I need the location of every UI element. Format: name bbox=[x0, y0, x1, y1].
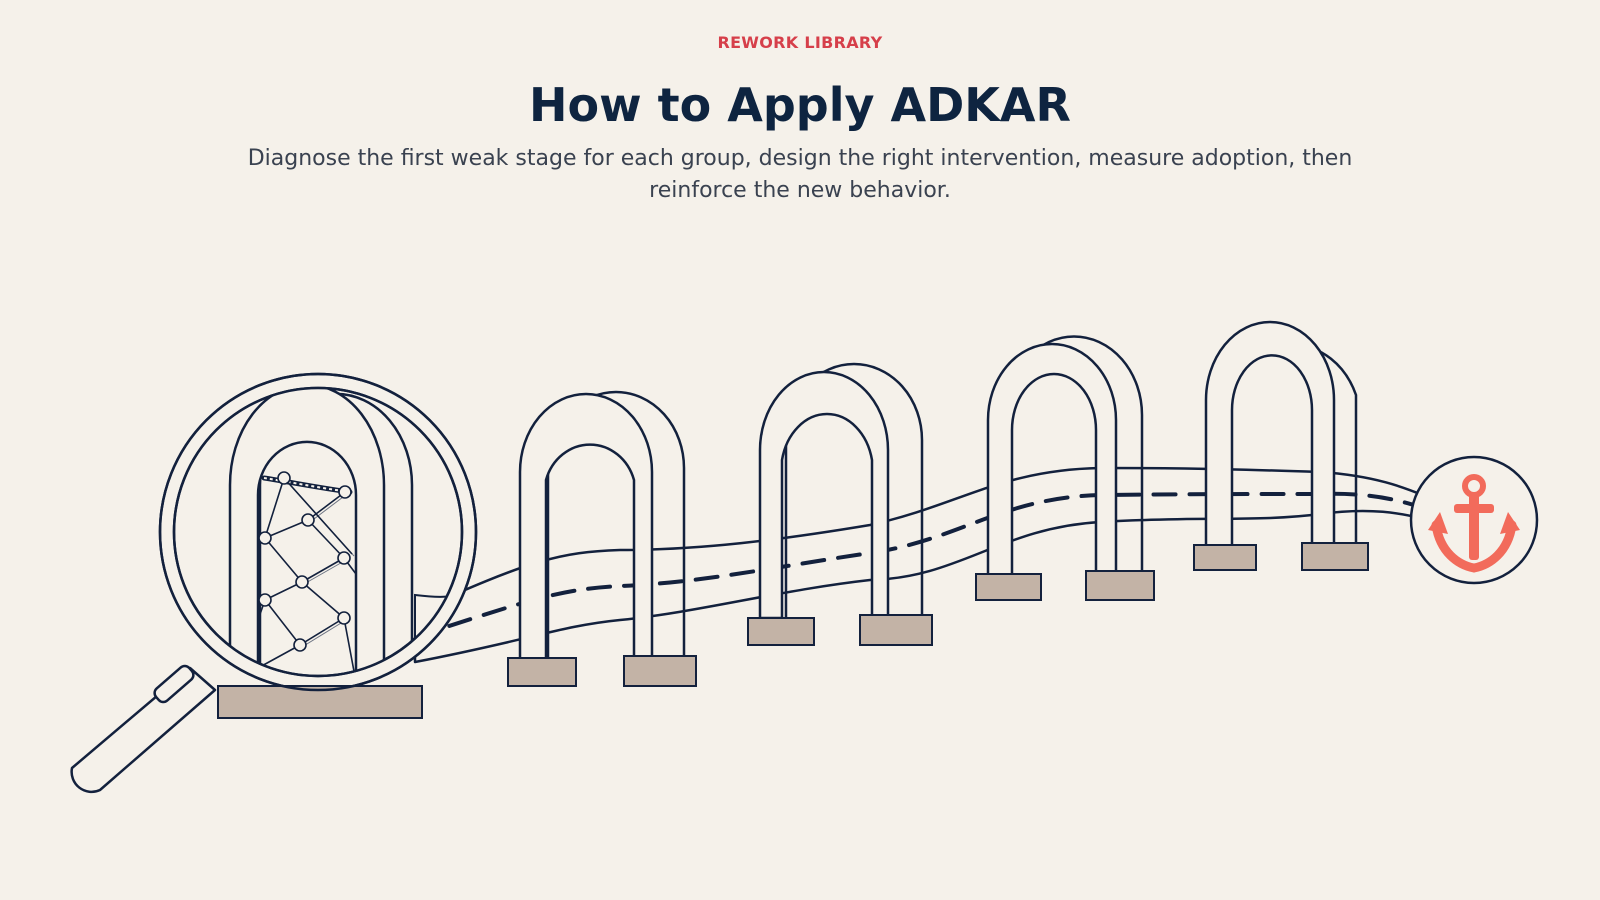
net-icon bbox=[257, 471, 357, 676]
arch-gate-icon bbox=[507, 390, 697, 687]
arch-gate-icon bbox=[747, 362, 933, 646]
page-subtitle: Diagnose the first weak stage for each g… bbox=[247, 146, 1353, 203]
magnifier-icon bbox=[70, 372, 478, 794]
page-title: How to Apply ADKAR bbox=[529, 78, 1071, 132]
anchor-icon bbox=[1409, 455, 1539, 585]
eyebrow-label: REWORK LIBRARY bbox=[717, 33, 883, 52]
arch-gate-icon bbox=[975, 335, 1155, 601]
arch-gate-icon bbox=[1193, 320, 1369, 571]
